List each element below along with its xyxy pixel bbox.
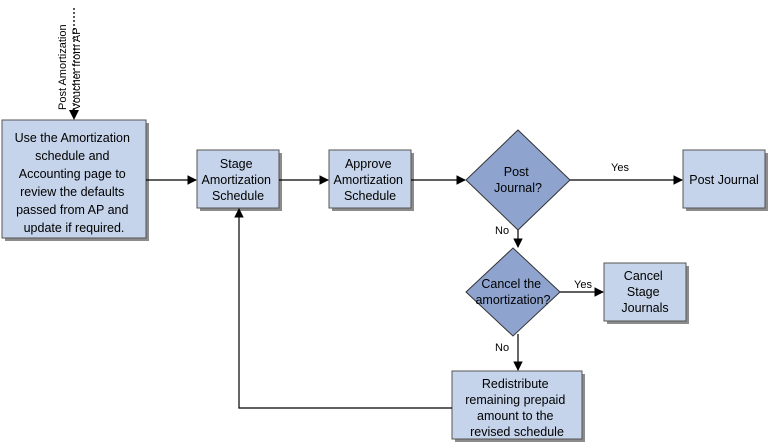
stage-schedule-node: Stage Amortization Schedule (196, 149, 282, 211)
redistribute-line-3: amount to the (477, 409, 553, 423)
svg-text:Approve Amortization: Approve Amortization Schedule (334, 157, 407, 203)
cancel-decision-line-2: amortization? (475, 293, 550, 307)
incoming-label-line-1: Post Amortization (57, 24, 69, 110)
cancel-yes-label: Yes (574, 279, 592, 291)
use-schedule-line-3: Accounting page to (19, 167, 126, 181)
redistribute-line-1: Redistribute (482, 377, 549, 391)
post-yes-label: Yes (611, 162, 629, 174)
post-decision-line-2: Journal? (494, 181, 542, 195)
redistribute-node: Redistribute remaining prepaid amount to… (451, 370, 585, 442)
use-schedule-line-5: passed from AP and (16, 203, 128, 217)
cancel-stage-journals-node: Cancel Stage Journals (603, 262, 689, 324)
post-journal-label: Post Journal (689, 173, 758, 187)
svg-text:Cancel Stage Journ: Cancel Stage Journals (621, 269, 668, 315)
approve-line-3: Schedule (344, 189, 396, 203)
redistribute-line-4: revised schedule (470, 425, 564, 439)
use-schedule-line-2: schedule and (35, 149, 109, 163)
use-schedule-node: Use the Amortization schedule and Accoun… (1, 119, 149, 241)
post-journal-node: Post Journal (682, 149, 768, 211)
post-no-label: No (495, 225, 509, 237)
stage-line-2: Amortization (202, 173, 272, 187)
stage-line-3: Schedule (212, 189, 264, 203)
approve-schedule-node: Approve Amortization Schedule (328, 149, 414, 211)
approve-line-2: Amortization (334, 173, 404, 187)
svg-text:Post Journal: Post Journal (689, 173, 758, 187)
redistribute-line-2: remaining prepaid (465, 393, 565, 407)
stage-line-1: Stage (220, 157, 253, 171)
incoming-voucher-connector (69, 8, 79, 120)
edge-redistribute-to-stage (234, 208, 452, 409)
svg-text:Use the Amortization sch: Use the Amortization schedule and Accoun… (15, 131, 134, 235)
svg-text:Post Journal?: Post Journal? (494, 165, 542, 195)
use-schedule-line-4: review the defaults (20, 185, 124, 199)
cancel-stage-line-3: Journals (621, 301, 668, 315)
incoming-voucher-label: Post Amortization Voucher from AP (57, 24, 83, 110)
cancel-stage-line-2: Stage (627, 285, 660, 299)
cancel-decision-line-1: Cancel the (481, 277, 541, 291)
post-decision-line-1: Post (504, 165, 530, 179)
cancel-amortization-decision: Cancel the amortization? (465, 247, 561, 337)
cancel-stage-line-1: Cancel (624, 269, 663, 283)
cancel-no-label: No (495, 342, 509, 354)
use-schedule-line-1: Use the Amortization (15, 131, 130, 145)
use-schedule-line-6: update if required. (24, 221, 125, 235)
incoming-label-line-2: Voucher from AP (71, 27, 83, 110)
svg-text:Stage Amortization: Stage Amortization Schedule (202, 157, 275, 203)
svg-text:Redistribute remaining p: Redistribute remaining prepaid amount to… (465, 377, 569, 439)
approve-line-1: Approve (345, 157, 392, 171)
post-journal-decision: Post Journal? (465, 129, 571, 231)
svg-text:Cancel the amortization?: Cancel the amortization? (475, 277, 550, 307)
